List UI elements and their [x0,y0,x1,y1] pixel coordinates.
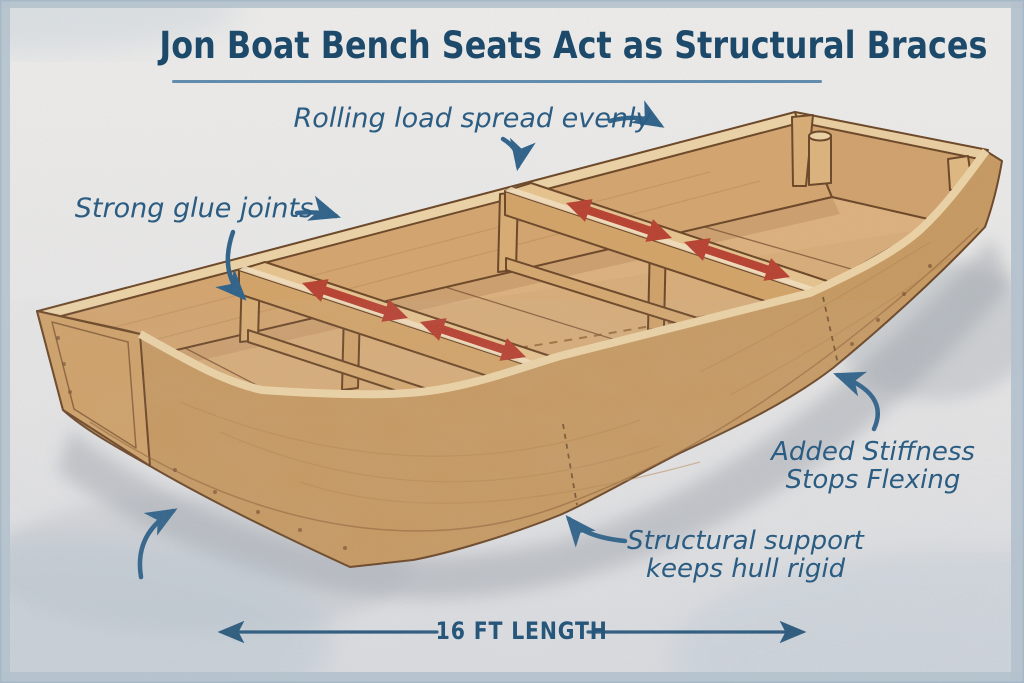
structural-support-label: Structural support keeps hull rigid [598,527,893,583]
page-title: Jon Boat Bench Seats Act as Structural B… [159,24,988,67]
structural-support-line2: keeps hull rigid [645,554,846,585]
title-block: Jon Boat Bench Seats Act as Structural B… [92,24,987,67]
length-dimension-label: 16 FT LENGTH [435,617,608,645]
title-underline [172,80,822,83]
added-stiffness-line2: Stops Flexing [785,465,961,496]
structural-support-line1: Structural support [627,526,864,556]
glue-joints-label: Strong glue joints [74,193,314,224]
rolling-load-label: Rolling load spread evenly [293,103,652,134]
added-stiffness-line1: Added Stiffness [771,437,975,467]
added-stiffness-label: Added Stiffness Stops Flexing [748,438,998,494]
